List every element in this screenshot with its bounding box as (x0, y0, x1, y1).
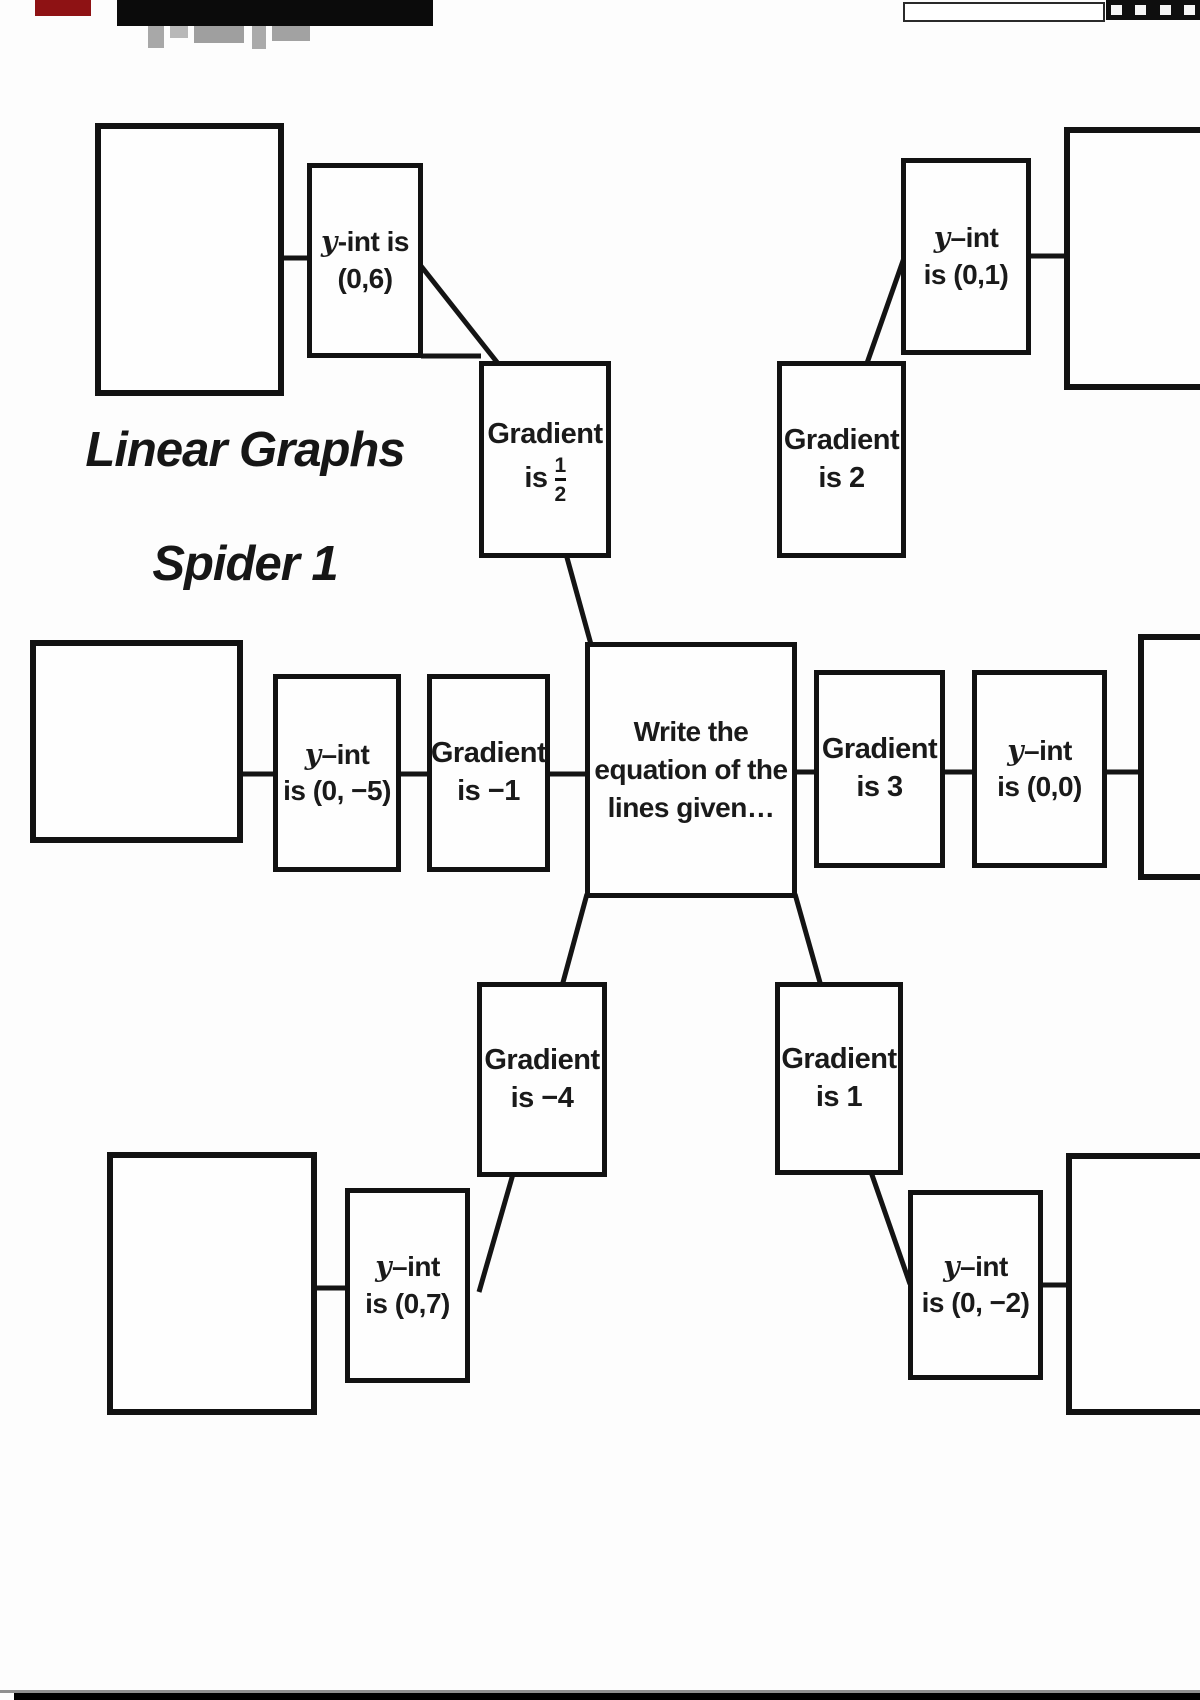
top-left-red-artifact-bar (35, 0, 91, 16)
yint-box-0-0: y–int is (0,0) (972, 670, 1107, 868)
gradient-line-2: is 1 (815, 1080, 863, 1113)
gradient-box-3: Gradient is 3 (814, 670, 945, 868)
gradient-box-2: Gradient is 2 (777, 361, 906, 558)
artifact-gray-block (148, 26, 164, 48)
top-right-dashed-artifact-strip (1106, 0, 1200, 20)
gradient-line-2: is −4 (510, 1081, 574, 1114)
fraction-one-half: 1 2 (554, 454, 566, 507)
center-text-line-2: equation of the (594, 754, 788, 786)
gradient-line-1: Gradient (781, 1042, 897, 1075)
yint-box-0-1: y–int is (0,1) (901, 158, 1031, 355)
yint-line-1: y-int is (321, 225, 409, 259)
bottom-gray-rule (0, 1690, 1200, 1693)
yint-line-2: is (0,7) (365, 1287, 450, 1319)
center-instruction-box: Write the equation of the lines given… (585, 642, 797, 898)
answer-box-bottom-right (1066, 1153, 1200, 1415)
gradient-line-2: is 3 (856, 771, 903, 803)
yint-line-2: is (0, −2) (921, 1287, 1030, 1318)
yint-line-2: (0,6) (337, 262, 393, 294)
yint-line-2: is (0, −5) (283, 775, 391, 806)
gradient-line-2: is 1 2 (524, 454, 566, 507)
answer-box-top-left (95, 123, 284, 396)
gradient-box-one-half: Gradient is 1 2 (479, 361, 611, 558)
page-title-line-1: Linear Graphs (85, 423, 405, 477)
page-title-line-2: Spider 1 (152, 537, 338, 591)
artifact-gray-block (170, 26, 188, 38)
yint-box-0-6: y-int is (0,6) (307, 163, 423, 358)
top-black-artifact-bar (117, 0, 433, 26)
yint-line-1: y–int (933, 221, 999, 255)
gradient-line-1: Gradient (783, 423, 900, 456)
gradient-line-2: is −1 (457, 775, 520, 807)
yint-line-1: y–int (375, 1250, 440, 1284)
gradient-line-1: Gradient (484, 1043, 600, 1076)
yint-box-0-7: y–int is (0,7) (345, 1188, 470, 1383)
artifact-gray-block (272, 26, 310, 41)
answer-box-middle-left (30, 640, 243, 843)
artifact-gray-block (252, 26, 266, 49)
gradient-line-1: Gradient (487, 417, 603, 450)
yint-line-1: y–int (304, 737, 370, 771)
gradient-box-1: Gradient is 1 (775, 982, 903, 1175)
top-right-white-tab-artifact (903, 2, 1105, 22)
yint-line-2: is (0,1) (923, 258, 1009, 290)
gradient-line-1: Gradient (821, 733, 938, 766)
center-text-line-1: Write the (633, 716, 749, 748)
gradient-box-neg1: Gradient is −1 (427, 674, 550, 872)
answer-box-top-right (1064, 127, 1200, 390)
answer-box-bottom-left (107, 1152, 317, 1415)
artifact-gray-block (194, 26, 244, 43)
center-text-line-3: lines given… (607, 791, 775, 823)
gradient-line-2: is 2 (818, 461, 865, 494)
yint-box-0-neg5: y–int is (0, −5) (273, 674, 401, 872)
answer-box-middle-right (1138, 634, 1200, 880)
gradient-line-1: Gradient (430, 737, 547, 770)
yint-box-0-neg2: y–int is (0, −2) (908, 1190, 1043, 1380)
yint-line-1: y–int (1007, 733, 1072, 767)
bottom-black-bar (14, 1693, 1200, 1700)
yint-line-2: is (0,0) (997, 771, 1082, 802)
gradient-box-neg4: Gradient is −4 (477, 982, 607, 1177)
yint-line-1: y–int (943, 1249, 1008, 1283)
